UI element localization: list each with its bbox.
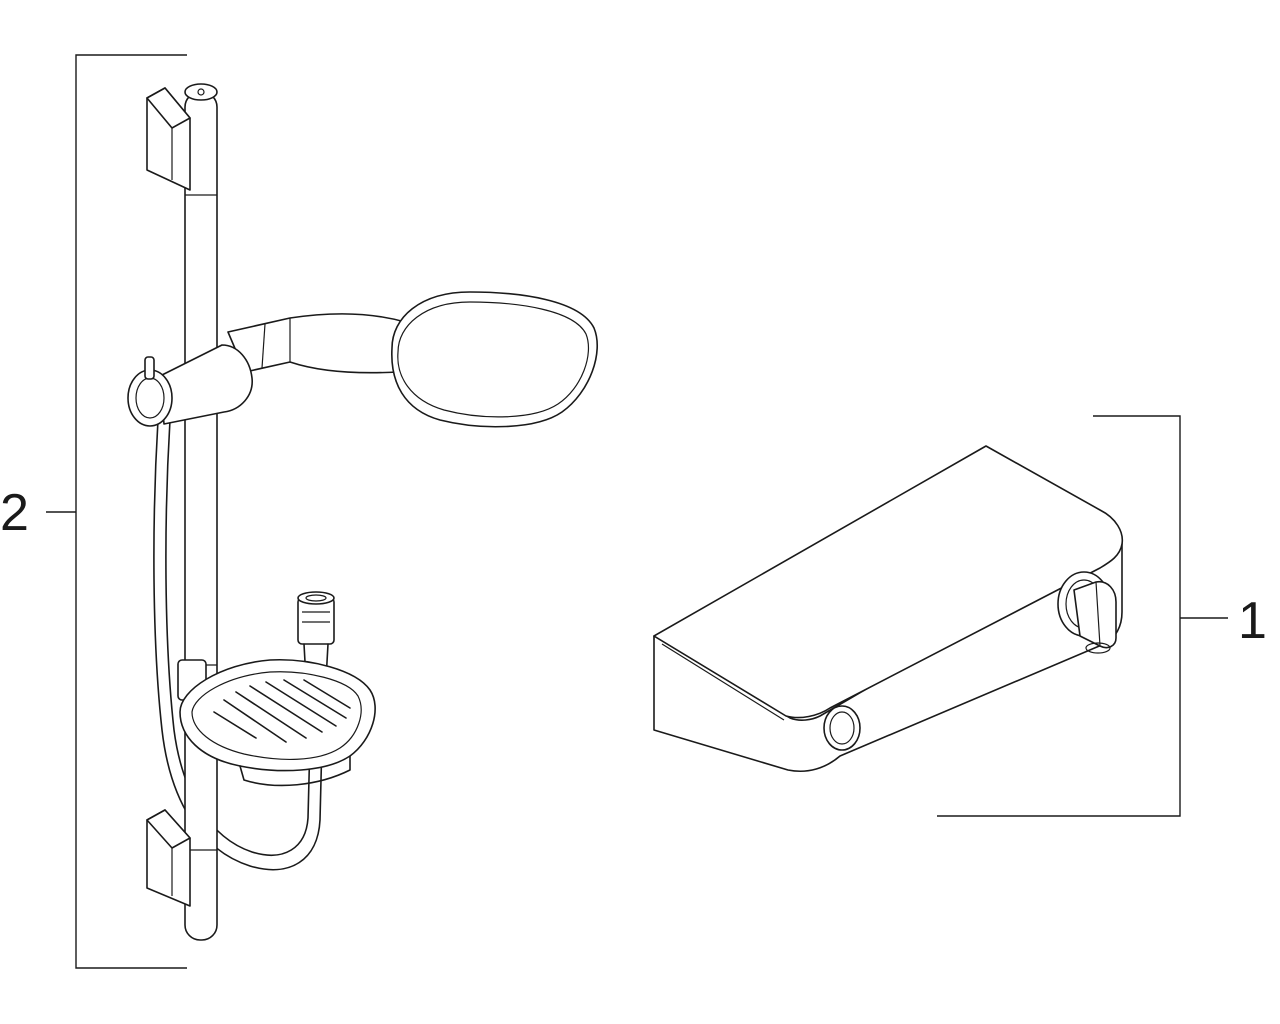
hand-shower bbox=[227, 291, 598, 428]
shower-hose bbox=[153, 419, 323, 871]
soap-dish-slots bbox=[213, 679, 351, 743]
bracket-part-2 bbox=[46, 54, 187, 969]
hose-connector bbox=[297, 591, 335, 681]
slider-holder bbox=[127, 344, 253, 427]
soap-dish bbox=[177, 658, 376, 787]
top-wall-bracket bbox=[146, 87, 191, 191]
shower-thermostat bbox=[653, 445, 1124, 772]
thermostat-shelf bbox=[653, 445, 1124, 719]
temperature-control-handle bbox=[1057, 571, 1117, 654]
shower-rail-set bbox=[127, 83, 598, 941]
flow-control-knob bbox=[823, 705, 861, 751]
bottom-wall-bracket bbox=[146, 809, 191, 907]
slide-rail bbox=[184, 83, 218, 941]
bracket-part-1 bbox=[937, 415, 1228, 817]
callout-label-2: 2 bbox=[0, 484, 29, 542]
shower-head bbox=[391, 291, 598, 428]
callout-label-1: 1 bbox=[1238, 592, 1267, 650]
